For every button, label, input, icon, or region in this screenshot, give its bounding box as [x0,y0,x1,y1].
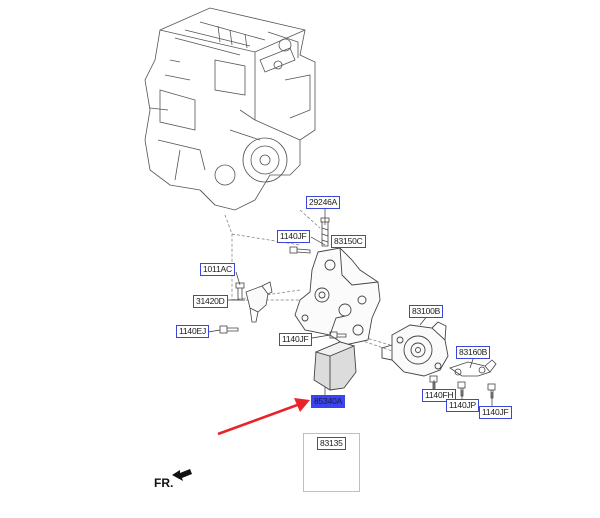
stud-drawing [320,217,330,247]
callout-85340A[interactable]: 85340A [311,395,346,408]
bracket-drawing [294,247,381,346]
bolt-drawing [235,282,245,301]
callout-1011AC[interactable]: 1011AC [200,263,235,276]
callout-83150C[interactable]: 83150C [331,235,366,248]
callout-1140JP[interactable]: 1140JP [446,399,479,412]
callout-1140JF-lower[interactable]: 1140JF [479,406,512,419]
bolt-drawing [289,246,311,254]
front-direction-arrow [172,469,192,481]
cover-drawing [313,341,357,391]
front-direction-label: FR. [154,476,174,490]
vacuum-pump-drawing [381,321,449,377]
red-pointer-arrow [217,398,310,436]
callout-1140EJ[interactable]: 1140EJ [176,325,209,338]
callout-83160B[interactable]: 83160B [456,346,491,359]
callout-1140JF-upper[interactable]: 1140JF [277,230,310,243]
engine-block-drawing [144,7,316,211]
fitting-drawing [449,359,497,377]
bolt-drawing [219,325,239,334]
callout-83135[interactable]: 83135 [317,437,346,450]
leader-lines [207,205,493,460]
callout-1140JF-middle[interactable]: 1140JF [279,333,312,346]
sensor-drawing [245,281,273,323]
callout-83100B[interactable]: 83100B [409,305,444,318]
callout-1140FH[interactable]: 1140FH [422,389,457,402]
callout-29246A[interactable]: 29246A [306,196,341,209]
bolt-drawing [329,331,347,339]
callout-31420D[interactable]: 31420D [193,295,228,308]
